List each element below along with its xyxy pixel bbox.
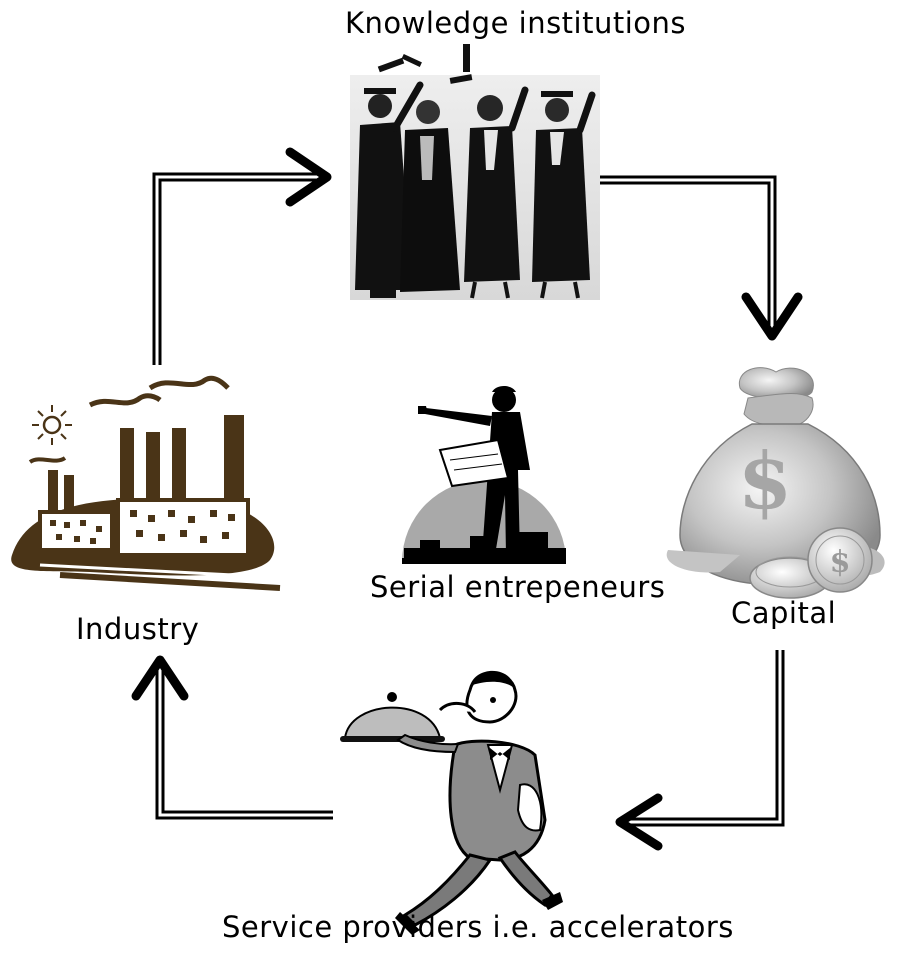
arrowhead-industry bbox=[131, 655, 189, 701]
arrowhead-capital bbox=[741, 292, 803, 341]
label-serial-entrepreneurs: Serial entrepeneurs bbox=[370, 570, 666, 604]
label-capital: Capital bbox=[731, 596, 837, 630]
arrow-industry-to-knowledge bbox=[152, 147, 332, 365]
svg-text:$: $ bbox=[830, 545, 851, 580]
factory-icon bbox=[11, 375, 291, 591]
label-industry: Industry bbox=[76, 612, 200, 646]
label-service-providers: Service providers i.e. accelerators bbox=[222, 910, 734, 944]
entrepreneur-icon bbox=[402, 386, 566, 564]
arrow-knowledge-to-capital bbox=[598, 175, 803, 341]
money-bag-icon: $ $ bbox=[666, 367, 885, 599]
label-knowledge-institutions: Knowledge institutions bbox=[345, 6, 687, 40]
arrow-service-to-industry bbox=[131, 655, 333, 820]
graduates-icon bbox=[350, 44, 600, 300]
waiter-icon bbox=[340, 670, 563, 935]
svg-text:$: $ bbox=[738, 436, 792, 527]
arrowhead-knowledge bbox=[285, 147, 332, 207]
arrow-capital-to-service bbox=[615, 650, 785, 851]
arrowhead-service bbox=[615, 793, 663, 851]
